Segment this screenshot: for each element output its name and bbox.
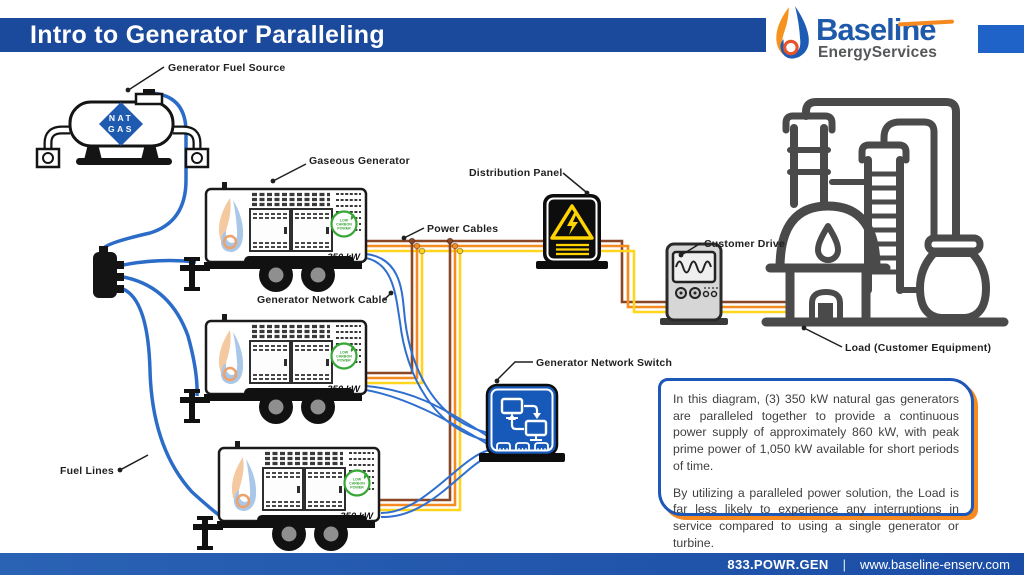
- fuel-source-tank: NAT GAS: [35, 89, 210, 169]
- page-title: Intro to Generator Paralleling: [30, 21, 385, 49]
- info-box: In this diagram, (3) 350 kW natural gas …: [658, 378, 974, 550]
- generator-3: [193, 439, 381, 552]
- generator-1: [180, 180, 368, 293]
- svg-text:Load (Customer Equipment): Load (Customer Equipment): [845, 342, 991, 354]
- vessel: [916, 249, 990, 322]
- label-generator-fuel-source: Generator Fuel Source: [125, 62, 285, 93]
- info-paragraph-1: In this diagram, (3) 350 kW natural gas …: [673, 392, 959, 473]
- label-fuel-lines: Fuel Lines: [60, 454, 149, 477]
- flame-icon: [776, 6, 809, 59]
- label-gaseous-generator: Gaseous Generator: [270, 155, 410, 184]
- lightning-bolt-icon: [567, 213, 578, 235]
- svg-text:Customer Drive: Customer Drive: [704, 238, 785, 250]
- footer-bar: 833.POWR.GEN | www.baseline-enserv.com: [0, 553, 1024, 575]
- flame-ring: [783, 39, 799, 56]
- svg-text:Generator Fuel Source: Generator Fuel Source: [168, 62, 285, 74]
- tank-fill-cap: [134, 92, 164, 106]
- load-refinery: [761, 98, 1009, 327]
- tower-ladder: [869, 171, 899, 275]
- svg-text:Power Cables: Power Cables: [427, 223, 498, 235]
- footer-phone: 833.POWR.GEN: [727, 556, 829, 572]
- tank-label-line1: NAT: [109, 113, 133, 123]
- callout-labels: Generator Fuel Source Gaseous Generator …: [60, 62, 991, 477]
- warning-triangle-icon: [550, 204, 594, 240]
- sync-arrow: [524, 404, 539, 415]
- nat-gas-diamond: [99, 102, 143, 146]
- cable-junctions: [408, 237, 464, 255]
- label-load: Load (Customer Equipment): [801, 325, 991, 354]
- header-bar: [0, 18, 766, 52]
- header-accent-rectangle: [978, 25, 1024, 53]
- droplet-icon: [815, 223, 841, 263]
- overhead-pipe: [802, 98, 960, 244]
- customer-drive: [660, 242, 728, 325]
- label-distribution-panel: Distribution Panel: [469, 167, 590, 196]
- company-logo: Baseline EnergyServices: [772, 4, 982, 64]
- brand-tagline: EnergyServices: [818, 44, 938, 61]
- label-generator-network-switch: Generator Network Switch: [494, 357, 672, 384]
- svg-text:Generator Network Switch: Generator Network Switch: [536, 357, 672, 369]
- info-paragraph-2: By utilizing a paralleled power solution…: [673, 485, 959, 550]
- svg-text:Generator Network Cable: Generator Network Cable: [257, 294, 388, 306]
- footer-website: www.baseline-enserv.com: [859, 556, 1010, 572]
- brand-name: Baseline: [816, 12, 937, 47]
- drive-screen: [671, 250, 717, 284]
- svg-text:Distribution Panel: Distribution Panel: [469, 167, 562, 179]
- tank-label-line2: GAS: [108, 124, 134, 134]
- sync-arrow: [510, 420, 524, 431]
- label-generator-network-cable: Generator Network Cable: [257, 290, 394, 306]
- generator-network-switch: [479, 383, 565, 462]
- distribution-panel: [536, 194, 608, 269]
- fuel-manifold: [93, 246, 124, 298]
- generator-2: [180, 312, 368, 425]
- label-power-cables: Power Cables: [401, 223, 498, 241]
- dome: [775, 201, 881, 273]
- fuel-lines: [101, 91, 221, 517]
- sine-wave-icon: [675, 260, 712, 274]
- footer-separator: |: [842, 556, 846, 572]
- svg-text:Gaseous Generator: Gaseous Generator: [309, 155, 410, 167]
- network-port-icons: [496, 442, 549, 451]
- svg-text:Fuel Lines: Fuel Lines: [60, 465, 114, 477]
- label-customer-drive: Customer Drive: [678, 238, 785, 258]
- overhead-pipe: [880, 118, 938, 244]
